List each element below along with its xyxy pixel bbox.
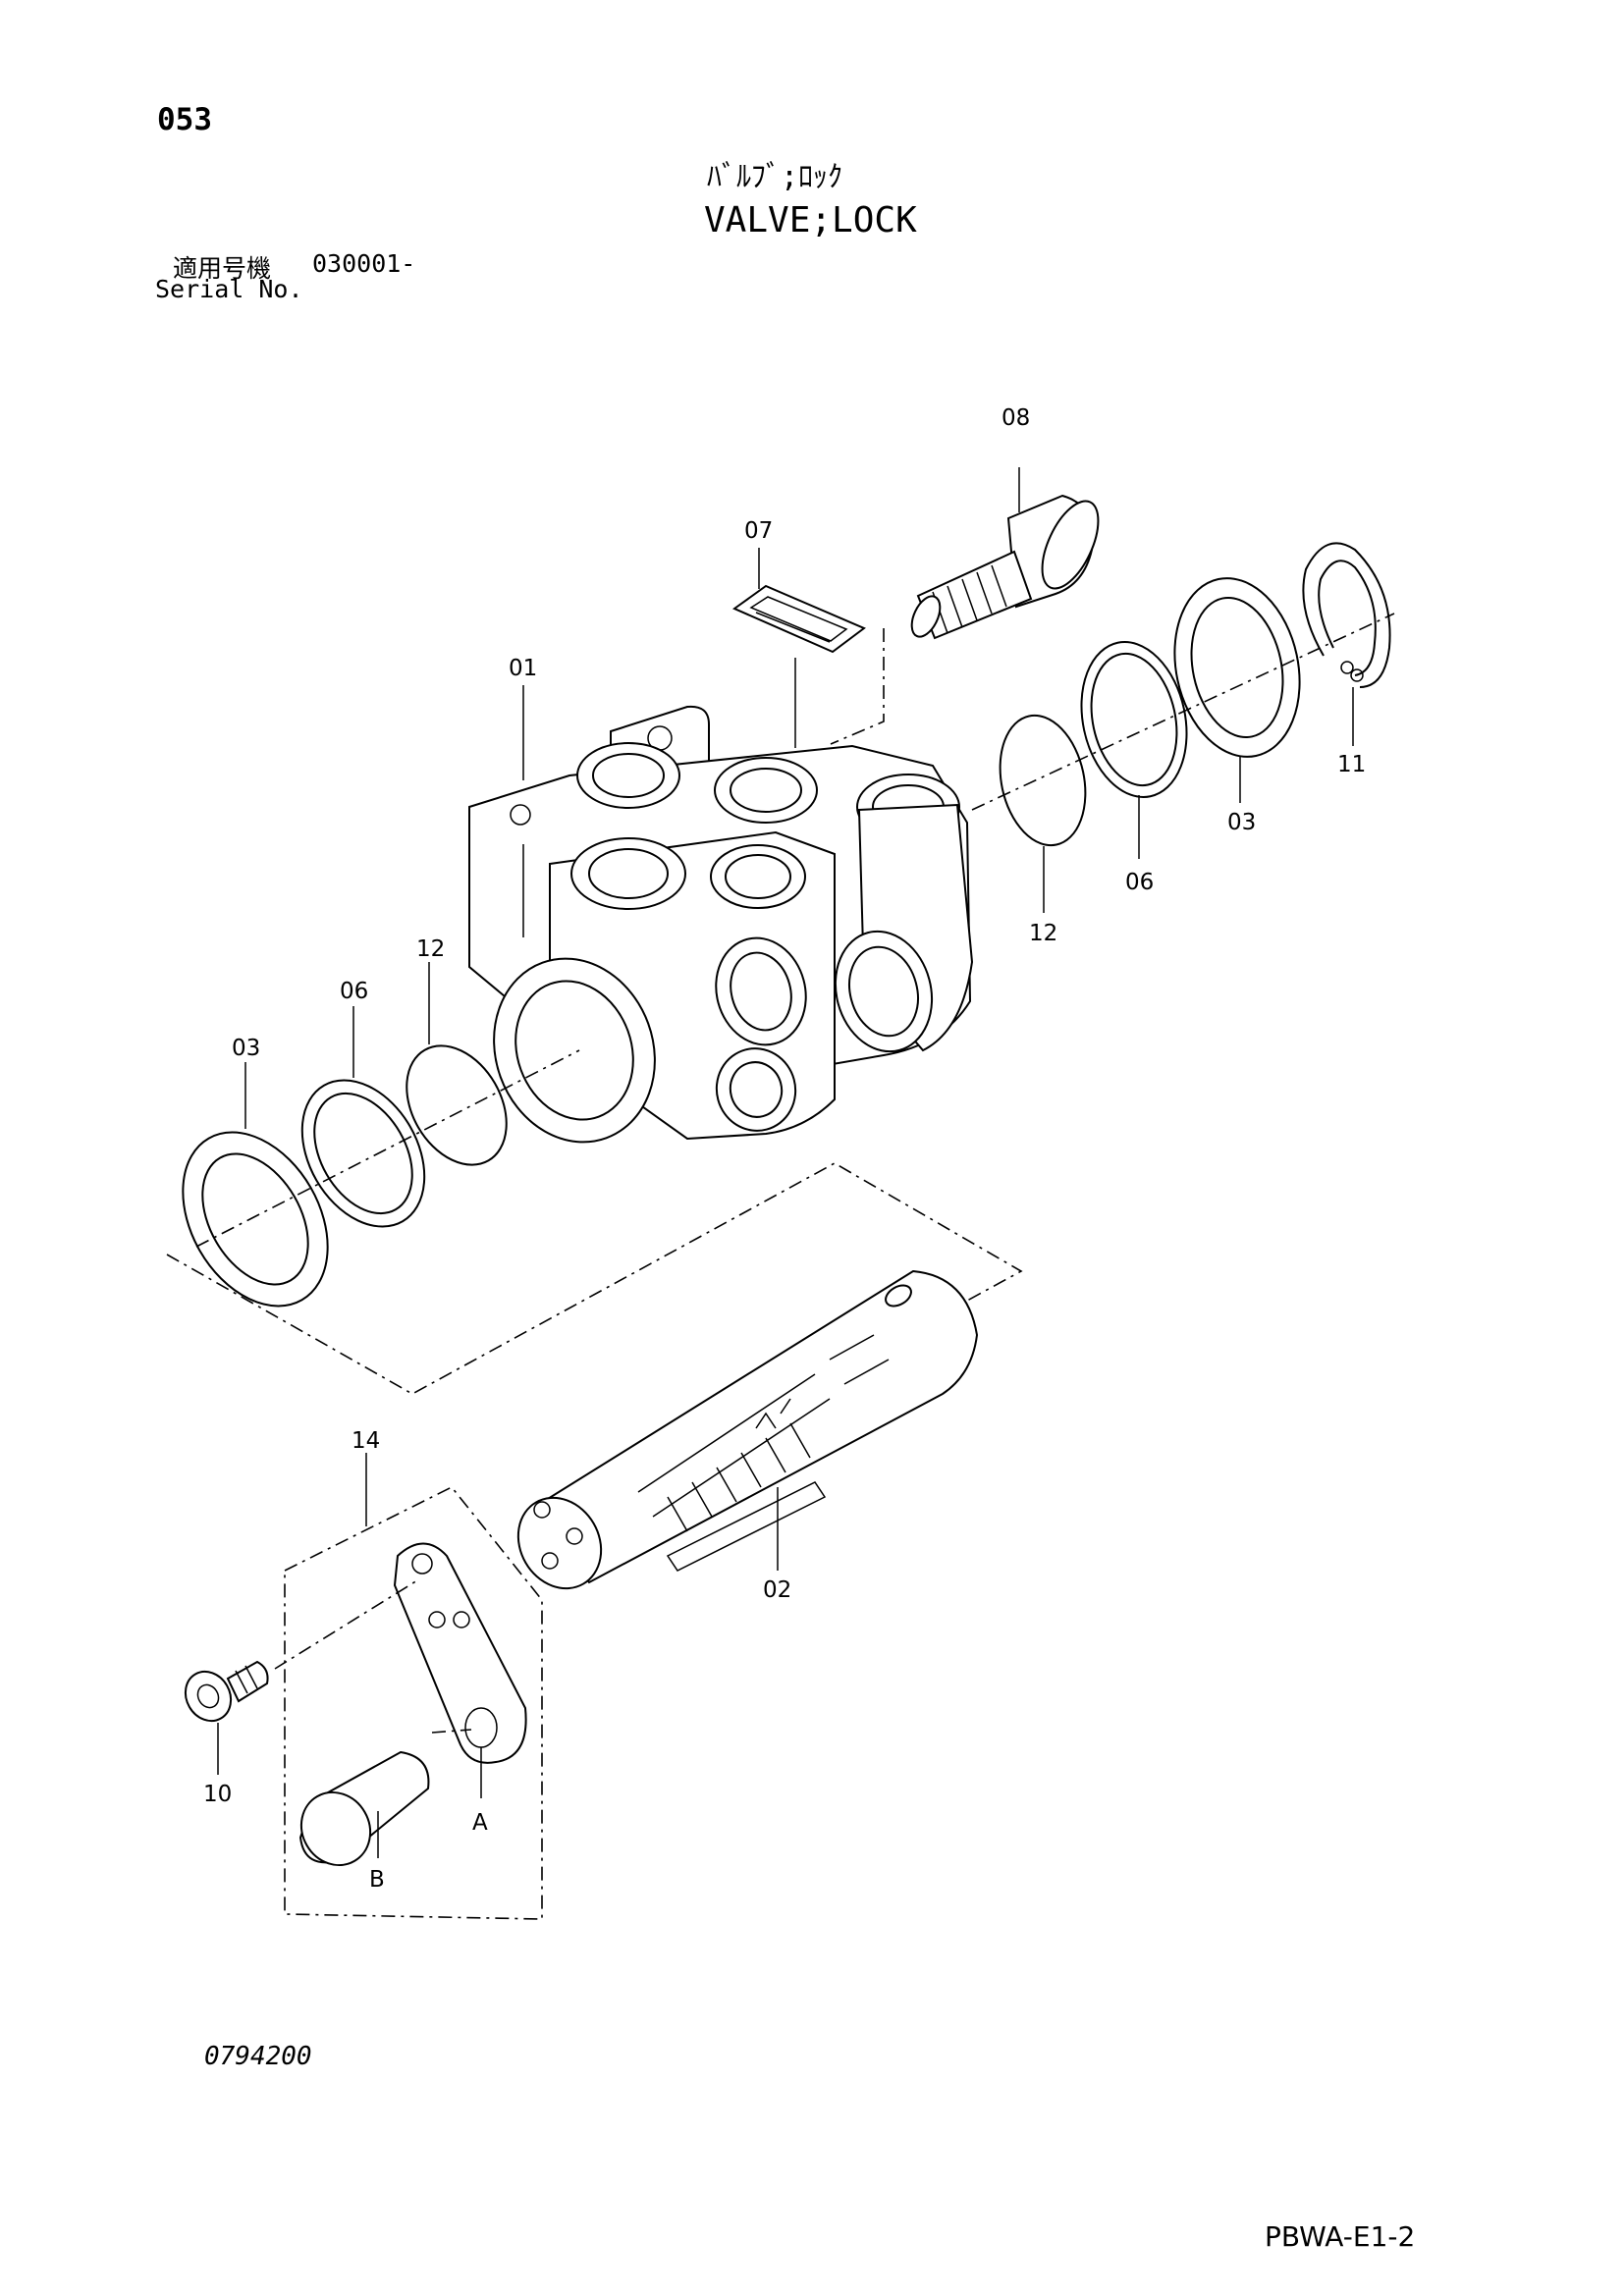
serial-label-japanese: 適用号機 — [173, 254, 272, 283]
callout-06-left: 06 — [340, 979, 368, 1004]
part-03-washer-left — [182, 1062, 329, 1308]
assembly-line — [166, 1162, 1023, 1395]
callout-03-right: 03 — [1227, 810, 1256, 835]
serial-value: 030001- — [312, 249, 416, 278]
part-03-washer-right — [1173, 577, 1301, 803]
callout-07: 07 — [744, 518, 773, 544]
part-02-spool — [516, 1269, 979, 1590]
callout-01: 01 — [509, 656, 537, 681]
document-code: PBWA-E1-2 — [1265, 2220, 1416, 2253]
part-06-ring-left — [300, 1006, 426, 1228]
part-08-plug — [830, 467, 1100, 745]
part-01-valve-body — [468, 685, 974, 1144]
part-14-assembly — [274, 1453, 543, 1920]
serial-label-english: Serial No. — [155, 275, 303, 303]
part-07-nameplate — [731, 548, 866, 748]
callout-03-left: 03 — [232, 1036, 260, 1061]
callout-14: 14 — [352, 1428, 380, 1454]
part-11-snap-ring — [1302, 542, 1391, 746]
part-06-ring-right — [1080, 641, 1188, 859]
title-japanese: ﾊﾞﾙﾌﾞ;ﾛｯｸ — [707, 160, 843, 194]
callout-B: B — [369, 1867, 385, 1893]
part-10-bolt — [184, 1660, 269, 1775]
callout-A: A — [472, 1810, 488, 1836]
drawing-number: 0794200 — [204, 2042, 312, 2071]
callout-10: 10 — [203, 1782, 232, 1807]
part-12-oring-right — [999, 714, 1087, 913]
part-12-oring-left — [406, 962, 508, 1166]
title-english: VALVE;LOCK — [704, 200, 917, 240]
callout-02: 02 — [763, 1577, 791, 1603]
callout-08: 08 — [1001, 405, 1030, 431]
callout-12-right: 12 — [1029, 921, 1057, 946]
callout-06-right: 06 — [1125, 870, 1154, 895]
callout-12-left: 12 — [416, 936, 445, 962]
right-axis-line — [971, 613, 1395, 811]
page-number: 053 — [157, 102, 212, 137]
callout-11: 11 — [1337, 752, 1366, 777]
